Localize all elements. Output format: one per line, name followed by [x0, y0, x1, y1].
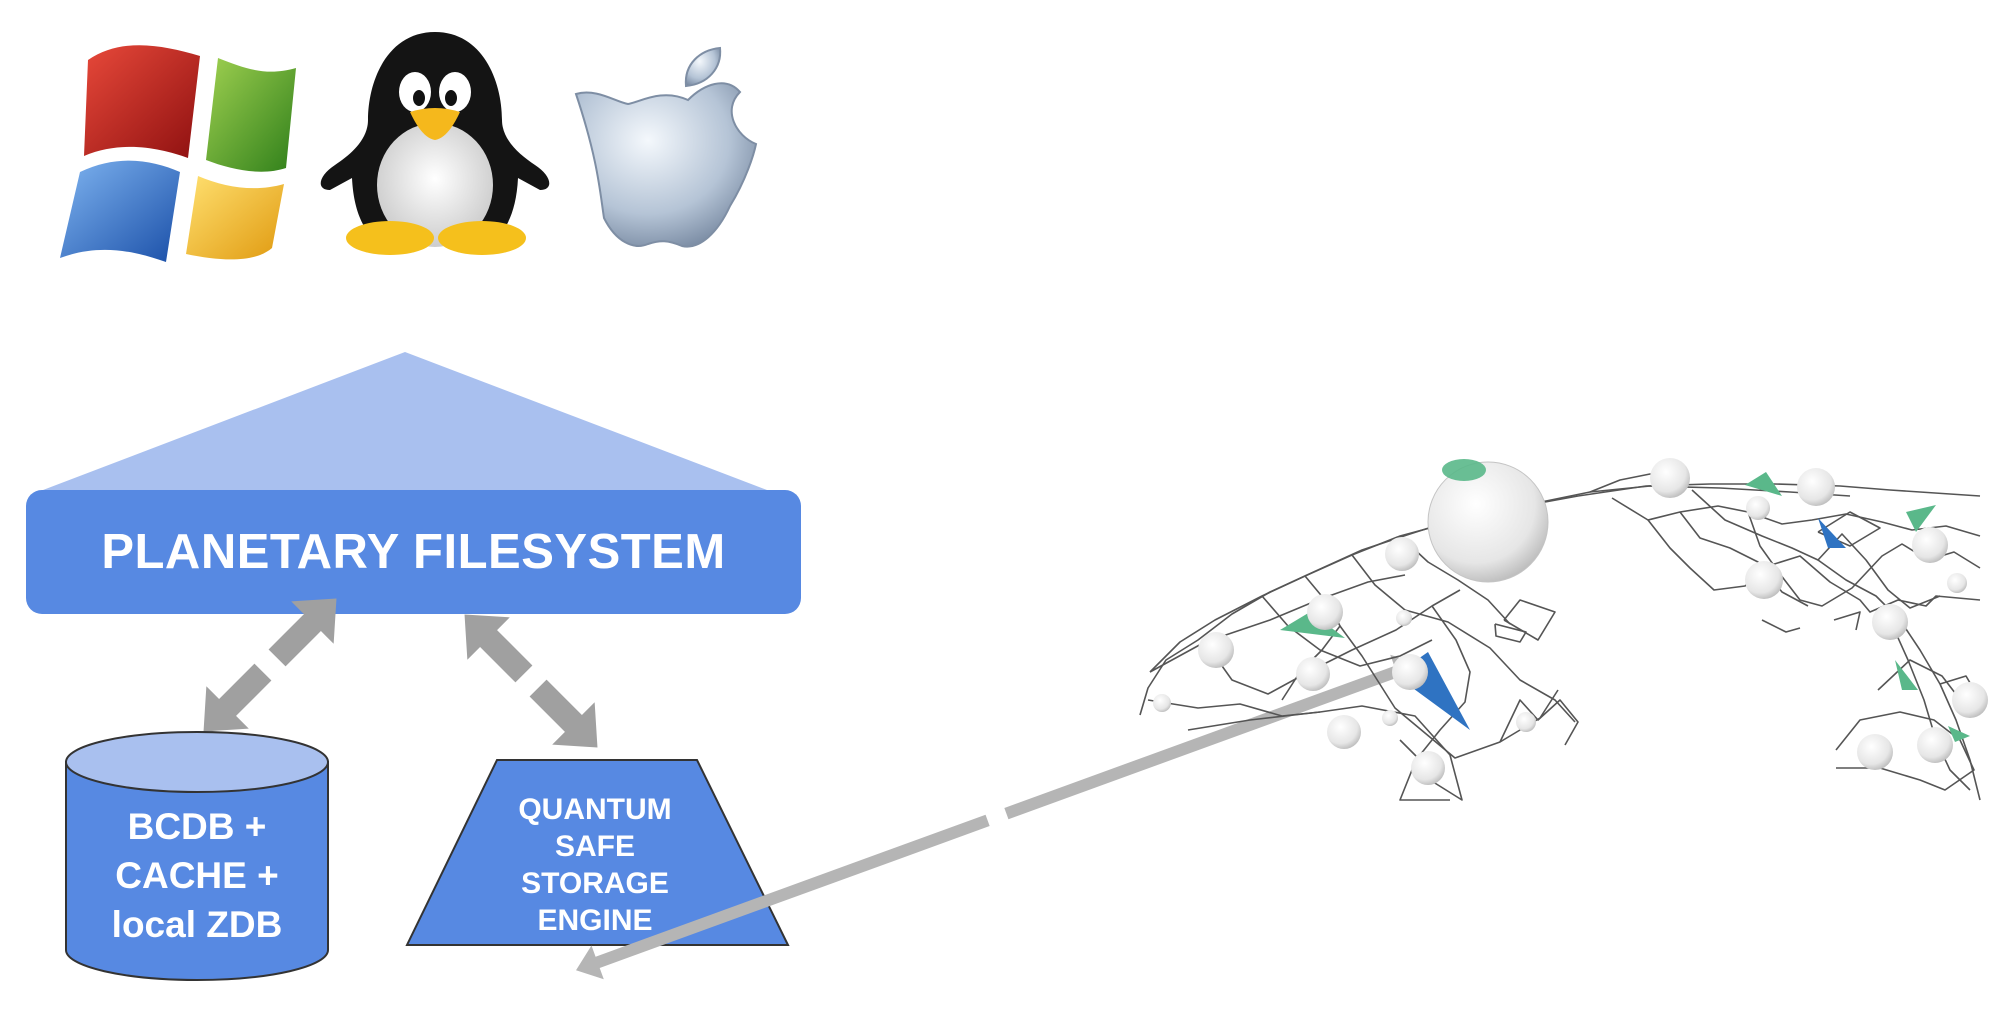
- network-segment-green-2: [1745, 472, 1782, 496]
- planetary-filesystem-bar: [26, 490, 801, 614]
- storage-engine-trapezoid: [405, 759, 790, 946]
- arrow-storage-to-network: [576, 654, 1418, 980]
- windows-logo-icon: [60, 45, 296, 262]
- filesystem-roof: [43, 352, 767, 490]
- arrow-storage-to-filesystem: [464, 614, 598, 748]
- arrow-database-to-filesystem: [203, 598, 337, 732]
- global-node-network-icon: [1139, 458, 1988, 801]
- network-segment-green-4: [1895, 660, 1918, 690]
- network-segment-green-1: [1280, 612, 1345, 638]
- apple-logo-icon: [574, 46, 758, 248]
- network-nodes: [1153, 458, 1988, 785]
- network-segment-green-5: [1948, 726, 1970, 742]
- database-cylinder: [65, 731, 329, 981]
- network-segment-green-3: [1906, 505, 1936, 532]
- tux-penguin-icon: [320, 32, 550, 255]
- network-segment-blue-2: [1818, 518, 1846, 548]
